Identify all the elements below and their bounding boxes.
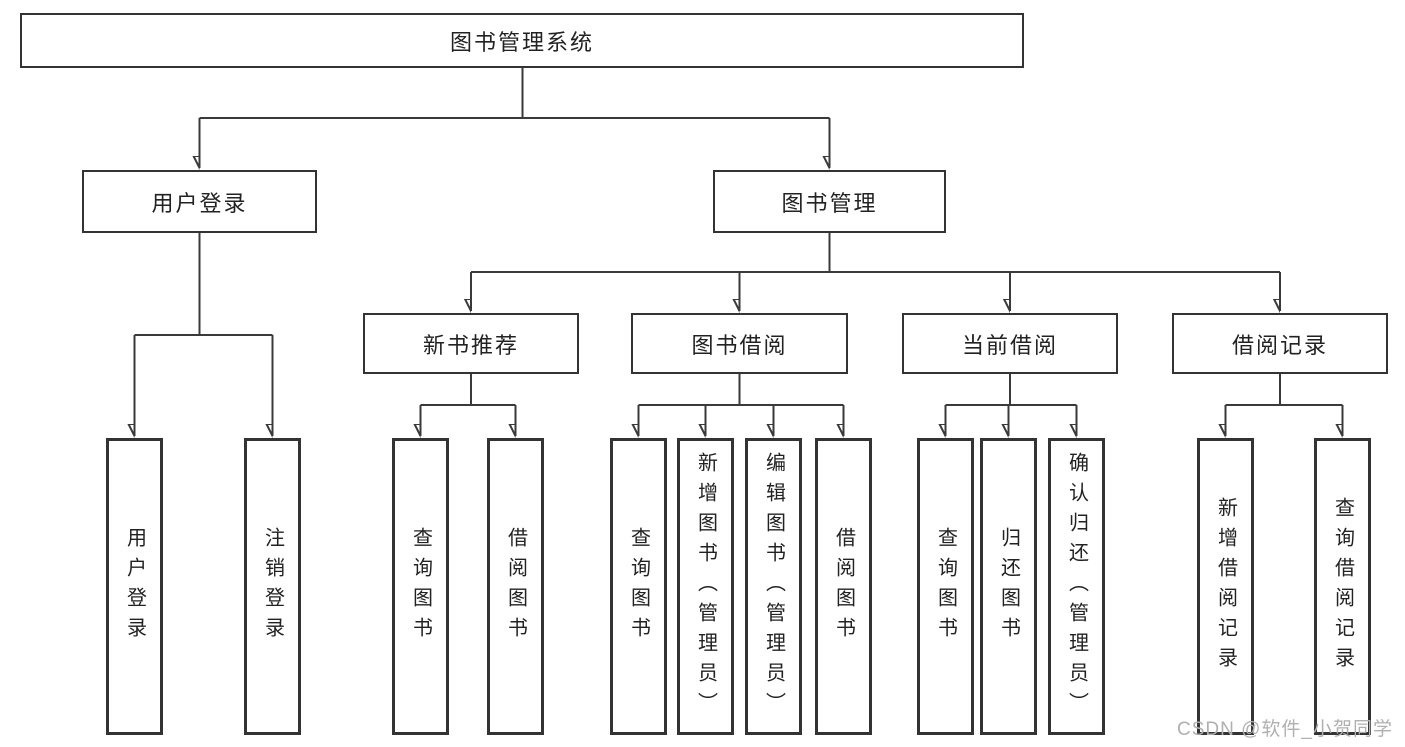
leaf-borrow-books: 借阅图书 — [815, 438, 872, 735]
leaf-edit-books-admin: 编辑图书（管理员） — [745, 438, 802, 735]
leaf-borrow-books-recommend: 借阅图书 — [487, 438, 544, 735]
leaf-query-books-recommend: 查询图书 — [392, 438, 449, 735]
leaf-add-borrow-record: 新增借阅记录 — [1197, 438, 1254, 735]
leaf-confirm-return-admin: 确认归还（管理员） — [1048, 438, 1105, 735]
node-user-login: 用户登录 — [82, 170, 317, 233]
node-book-management: 图书管理 — [713, 170, 946, 233]
leaf-query-borrow-record: 查询借阅记录 — [1314, 438, 1371, 735]
node-book-borrowing: 图书借阅 — [631, 313, 848, 374]
leaf-logout: 注销登录 — [244, 438, 301, 735]
leaf-query-books-current: 查询图书 — [917, 438, 974, 735]
node-new-book-recommendation: 新书推荐 — [363, 313, 579, 374]
node-root: 图书管理系统 — [20, 13, 1024, 68]
node-borrowing-records: 借阅记录 — [1172, 313, 1388, 374]
watermark: CSDN @软件_小贺同学 — [1177, 719, 1393, 740]
node-current-borrowing: 当前借阅 — [902, 313, 1118, 374]
leaf-query-books-borrow: 查询图书 — [610, 438, 667, 735]
leaf-add-books-admin: 新增图书（管理员） — [677, 438, 734, 735]
leaf-return-books: 归还图书 — [980, 438, 1037, 735]
leaf-user-login: 用户登录 — [106, 438, 163, 735]
